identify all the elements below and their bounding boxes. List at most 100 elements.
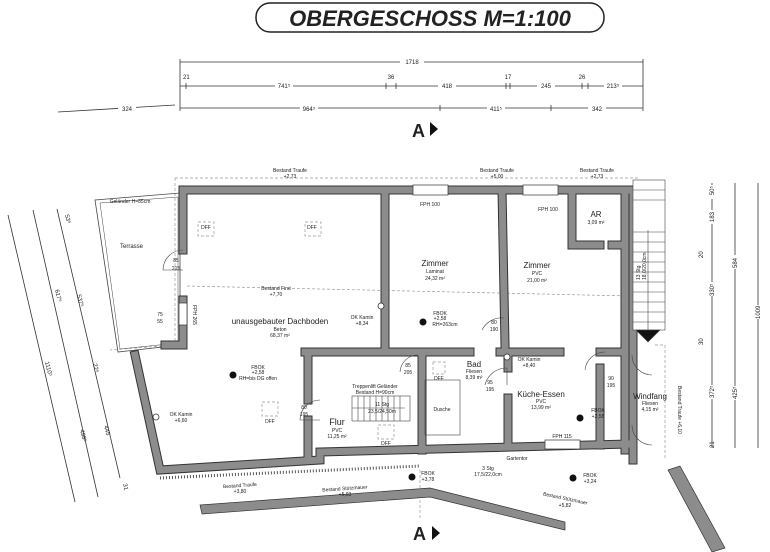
eave-height: +3,80 [234, 489, 247, 495]
room-labels: unausgebauter Dachboden Beton 68,37 m² Z… [232, 210, 667, 440]
dim-label: 1110⁵ [43, 361, 54, 378]
dim-label: 53⁵ [63, 214, 72, 225]
room-floor: PVC [532, 271, 543, 277]
door-width: 85 [405, 363, 411, 369]
stair-steps: 13 Stg [636, 265, 642, 280]
stair-steps: 3 Stg [482, 466, 494, 472]
ridge-label: Bestand First [261, 286, 291, 292]
door-width: 80 [301, 405, 307, 411]
chimney-icon [152, 413, 160, 421]
chimney-height: +8,40 [523, 363, 536, 369]
staircase-flur [351, 395, 411, 422]
right-dimensions: 50⁵ 183 20 330⁵ 30 372⁵ 21 584 425⁵ 1009 [699, 183, 762, 448]
dim-label: 36 [388, 75, 395, 81]
chimney-label: OK Kamin [170, 412, 193, 418]
stairlift-label: Treppenlift Geländer [352, 384, 398, 390]
level-marker: FBOK +2,58 RH=263cm [419, 311, 458, 328]
eave-label: Bestand Traufe +6,10 [676, 386, 682, 434]
level-marker: FBOK +3,24 [569, 473, 597, 485]
stair-dims: 23,5/24,50m [368, 409, 396, 415]
railing-note: Geländer H=85cm [110, 199, 151, 205]
room-area: 24,32 m² [425, 276, 445, 282]
door-width: 85 [173, 258, 179, 264]
eave-height: +2,73 [591, 174, 604, 180]
wall-height: +5,93 [339, 492, 352, 498]
dim-total: 1718 [405, 60, 419, 66]
room-name-dachboden: unausgebauter Dachboden [232, 317, 329, 326]
wall-height: +5,82 [559, 503, 572, 509]
dim-label: 183 [710, 211, 716, 222]
dim-label: 445 [102, 425, 110, 437]
room-floor: Laminat [426, 269, 444, 275]
window-label: FPH 100 [538, 207, 558, 213]
door-height: 195 [607, 383, 616, 389]
dim-label: 20 [699, 251, 705, 258]
room-name-zimmer: Zimmer [523, 261, 550, 270]
level-height: +2,58 [434, 316, 447, 322]
ridge-height: +7,70 [270, 292, 283, 298]
top-dimensions: 1718 21 741⁵ 36 418 17 245 26 213⁵ 324 9… [57, 57, 644, 113]
eave-label: Bestand Traufe [580, 168, 614, 174]
level-note: RH=bis DG offen [239, 376, 277, 382]
eave-label: Bestand Traufe [480, 168, 514, 174]
level-marker: FBOK +2,58 RH=bis DG offen [229, 365, 277, 382]
section-marker-top: A [412, 121, 438, 141]
level-label: FBOK [583, 473, 597, 479]
dim-label: 964⁵ [303, 106, 316, 113]
skylights [197, 221, 446, 440]
title-block: OBERGESCHOSS M=1:100 [255, 2, 605, 33]
dim-label: 50⁵ [709, 185, 716, 195]
door-height: 55 [157, 319, 163, 325]
terrasse: Terrasse Geländer H=85cm [94, 192, 181, 353]
chimney-height: +6,60 [175, 418, 188, 424]
window-label: FPH 115 [552, 434, 572, 440]
room-floor: Beton [273, 327, 286, 333]
skylight-label: DFF [307, 225, 317, 231]
door-width: 90 [608, 376, 614, 382]
skylight-label: DFF [201, 225, 211, 231]
dim-label: 21 [183, 75, 190, 81]
stair-dims: 18,0/20,0cm [642, 252, 648, 280]
room-floor: Fliesen [642, 401, 658, 407]
garden-gate-label: Gartentor [506, 456, 527, 462]
room-name-terrasse: Terrasse [120, 244, 144, 250]
dim-label: 213⁵ [607, 83, 620, 90]
dim-label: 17 [505, 75, 512, 81]
room-area: 3,09 m² [588, 220, 605, 226]
dim-label: 372⁵ [709, 385, 716, 398]
left-dimensions: 1110⁵ 617⁵ 498⁵ 53⁵ 537⁵ 22⁵ 445 31 [7, 208, 129, 503]
dim-label: 537⁵ [75, 294, 85, 308]
section-label: A [412, 121, 425, 141]
door-swings [162, 249, 653, 446]
room-name-windfang: Windfang [633, 392, 667, 401]
dim-label: 324 [122, 107, 133, 113]
section-label: A [413, 524, 426, 544]
eave-label: Bestand Traufe [273, 168, 307, 174]
dim-label: 342 [592, 107, 603, 113]
door-labels: 85 215 75 55 80 195 85 205 95 195 80 190… [157, 258, 615, 418]
dim-label: 30 [699, 338, 705, 345]
window-label: FPH 100 [420, 202, 440, 208]
dim-label: 22⁵ [91, 363, 100, 374]
door-width: 75 [157, 312, 163, 318]
eave-height: +2,73 [284, 174, 297, 180]
dim-label: 418 [442, 84, 453, 90]
level-marker: FBOK +3,78 [408, 471, 435, 483]
dim-label: 411⁵ [490, 106, 503, 113]
level-height: +3,78 [422, 477, 435, 483]
room-name-zimmer: Zimmer [421, 259, 448, 268]
door-width: 80 [491, 320, 497, 326]
chimney-icon [503, 353, 511, 361]
dim-label: 245 [541, 84, 552, 90]
level-height: +2,58 [592, 414, 605, 420]
dim-label: 741⁵ [278, 83, 291, 90]
level-label: FBOK [433, 311, 447, 317]
level-label: FBOK [251, 365, 265, 371]
room-area: 68,37 m² [270, 333, 290, 339]
wall-label: Bestand Stützmauer [322, 484, 368, 493]
room-name-ar: AR [590, 210, 601, 219]
door-width: 95 [487, 380, 493, 386]
room-area: 21,00 m² [527, 278, 547, 284]
plan-title: OBERGESCHOSS M=1:100 [289, 6, 572, 31]
